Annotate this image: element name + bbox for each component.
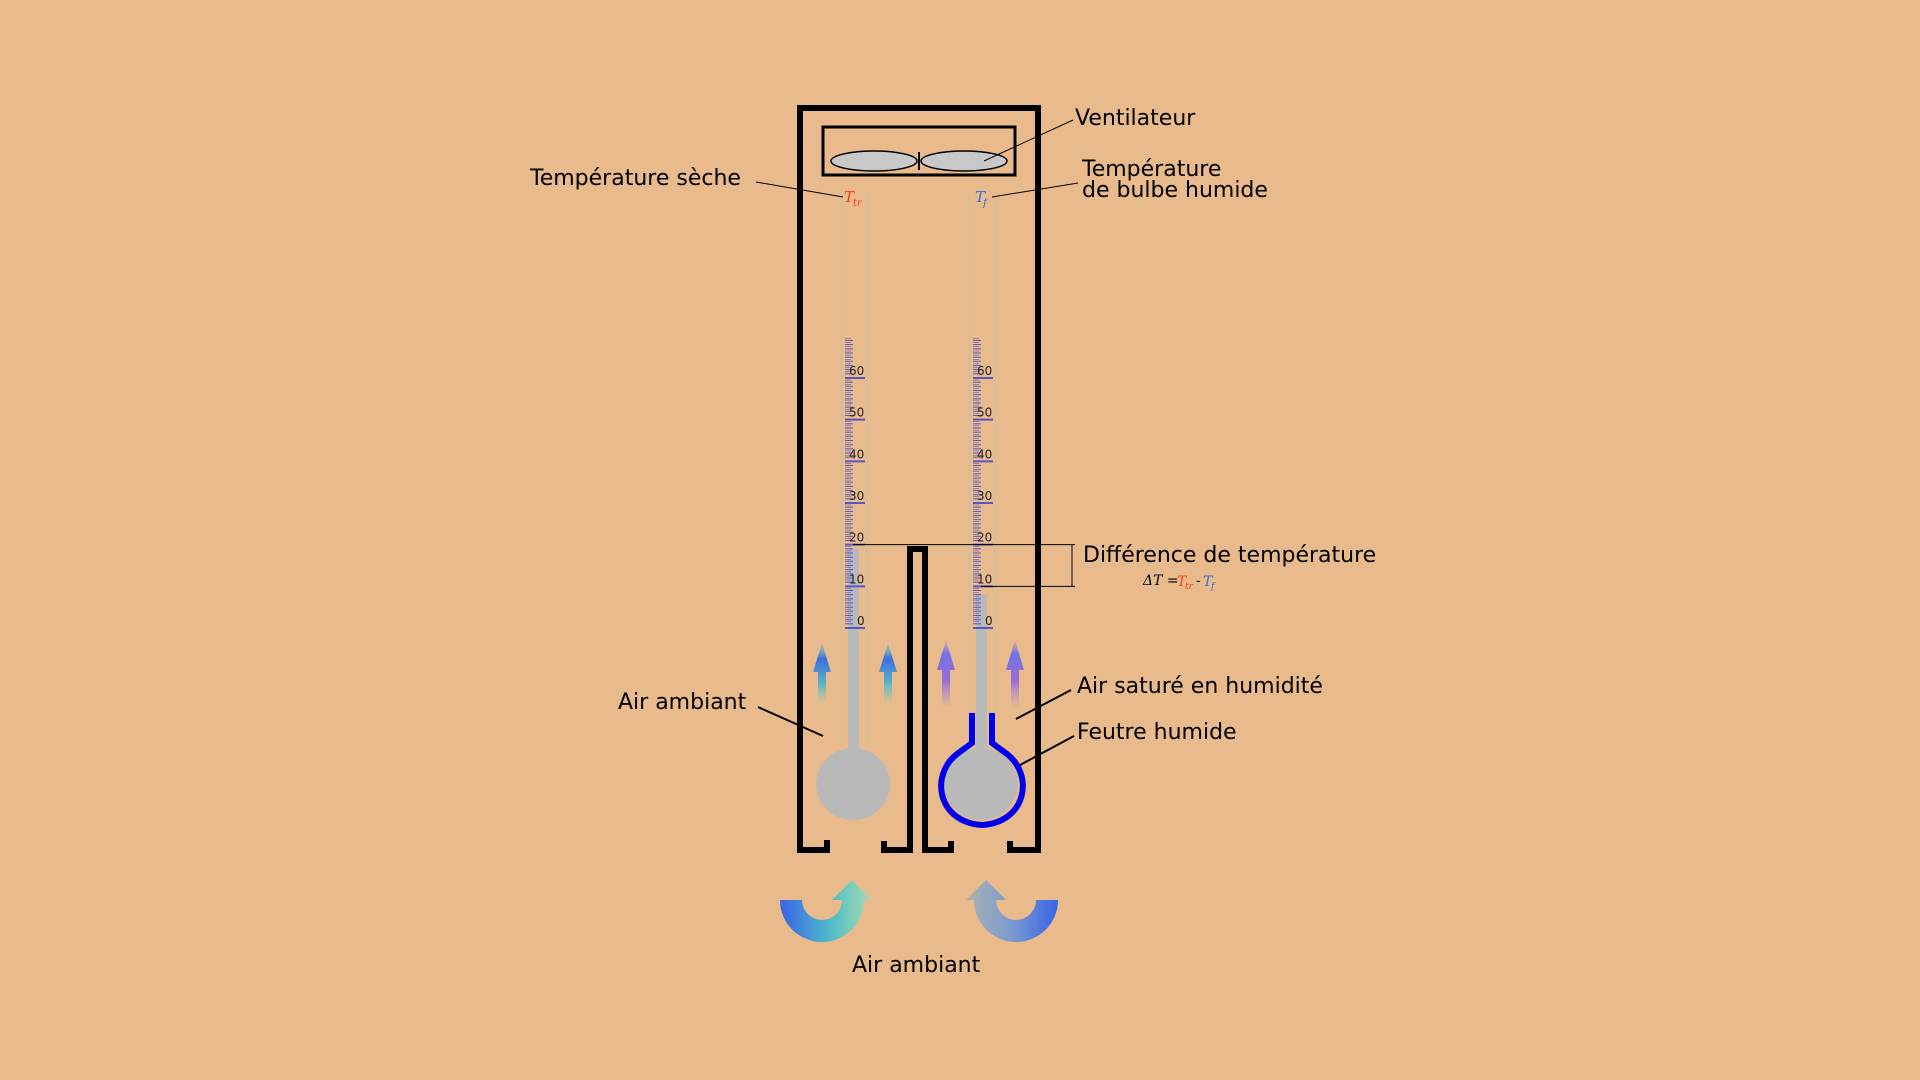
ambient-air-leader	[757, 706, 824, 737]
dry-temp-symbol: T tr	[844, 188, 863, 209]
wet-felt-label: Feutre humide	[1077, 720, 1237, 745]
scale-tick-label: 50	[849, 406, 864, 420]
scale-tick-label: 20	[849, 531, 864, 545]
saturated-air-flow-arrows	[937, 640, 1024, 708]
wet-bulb	[944, 748, 1018, 820]
scale-tick-label: 30	[977, 489, 992, 503]
scale-tick-label: 30	[849, 489, 864, 503]
fan-blade-right	[920, 150, 1008, 172]
wet-symbol-main: T	[975, 188, 986, 206]
dry-symbol-main: T	[844, 188, 855, 206]
ambient-air-flow-arrows	[813, 643, 897, 706]
intake-arrow-right	[966, 880, 1058, 942]
scale-tick-label: 60	[849, 364, 864, 378]
scale-tick-label: 0	[985, 614, 993, 628]
dry-scale: 60 50 40 30 20 10 0	[845, 338, 865, 629]
delta-dry-sub: tr	[1185, 582, 1194, 592]
scale-tick-label: 0	[857, 614, 865, 628]
dry-temp-leader	[755, 181, 844, 198]
wet-thermometer: 60 50 40 30 20 10 0	[938, 190, 1026, 829]
dry-bulb	[816, 748, 890, 820]
ambient-air-label: Air ambiant	[618, 690, 747, 715]
wet-temp-label-line2: de bulbe humide	[1082, 178, 1268, 203]
delta-minus: -	[1196, 573, 1201, 589]
ambient-air-bottom-label: Air ambiant	[852, 953, 981, 978]
housing-left-foot	[800, 840, 830, 853]
housing-frame	[797, 105, 1041, 853]
intake-arrow-left	[780, 880, 872, 942]
dry-symbol-sub: tr	[853, 198, 863, 209]
temp-difference-label: Différence de température	[1083, 543, 1376, 568]
delta-dry-main: T	[1177, 574, 1188, 590]
delta-prefix: ΔT =	[1142, 573, 1179, 589]
fan-blade-left	[830, 150, 918, 172]
dry-thermometer: 60 50 40 30 20 10 0	[816, 190, 890, 820]
wet-scale: 60 50 40 30 20 10 0	[973, 338, 993, 629]
scale-tick-label: 20	[977, 531, 992, 545]
delta-wet-sub: f	[1210, 582, 1216, 592]
scale-tick-label: 10	[849, 572, 864, 586]
wet-felt	[938, 713, 1026, 829]
wet-temp-label-line1: Température	[1081, 157, 1221, 182]
scale-tick-label: 10	[977, 572, 992, 586]
dry-temp-label: Température sèche	[529, 166, 741, 191]
housing-divider	[881, 546, 954, 853]
fan-box	[821, 125, 1017, 177]
scale-tick-label: 40	[977, 447, 992, 461]
delta-formula: ΔT = T tr - T f	[1142, 573, 1216, 592]
felt-leader	[1019, 735, 1075, 766]
scale-tick-label: 60	[977, 364, 992, 378]
wet-symbol-sub: f	[982, 198, 989, 209]
scale-tick-label: 40	[849, 447, 864, 461]
saturated-air-leader	[1015, 689, 1072, 720]
fan-label: Ventilateur	[1075, 106, 1196, 131]
wet-temp-leader	[991, 182, 1079, 198]
delta-wet-main: T	[1203, 574, 1214, 590]
fan-leader	[983, 119, 1074, 162]
saturated-air-label: Air saturé en humidité	[1077, 674, 1323, 699]
scale-tick-label: 50	[977, 406, 992, 420]
wet-temp-symbol: T f	[975, 188, 989, 209]
